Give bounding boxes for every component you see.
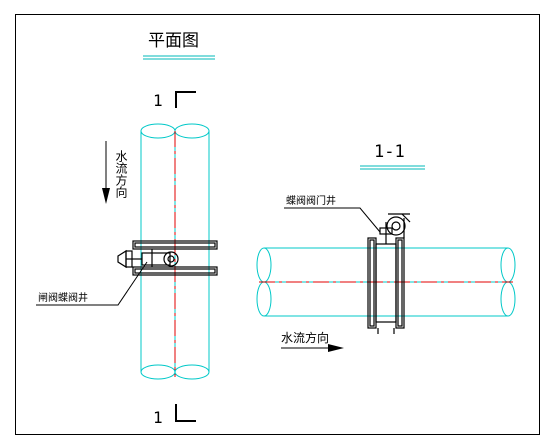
section-pipe — [256, 247, 516, 317]
section-cut-mark-top — [175, 91, 196, 108]
section-valve-leader — [284, 207, 381, 233]
plan-valve — [117, 240, 218, 276]
section-cut-mark-bottom — [175, 404, 196, 422]
section-valve-label: 蝶阀阀门井 — [286, 194, 336, 207]
plan-flow-arrowhead — [102, 188, 110, 204]
plan-valve-leader — [36, 261, 148, 306]
section-flow-label: 水流方向 — [281, 330, 329, 345]
section-title: 1-1 — [374, 142, 405, 162]
section-flow-arrowhead — [328, 344, 344, 352]
section-mark-bottom: 1 — [153, 408, 163, 427]
plan-flow-label: 水流方向 — [114, 150, 128, 198]
plan-valve-label: 闸阀蝶阀井 — [38, 291, 88, 304]
section-valve — [367, 213, 411, 334]
plan-title: 平面图 — [148, 31, 199, 51]
section-mark-top: 1 — [153, 91, 163, 110]
drawing-frame — [15, 14, 540, 435]
